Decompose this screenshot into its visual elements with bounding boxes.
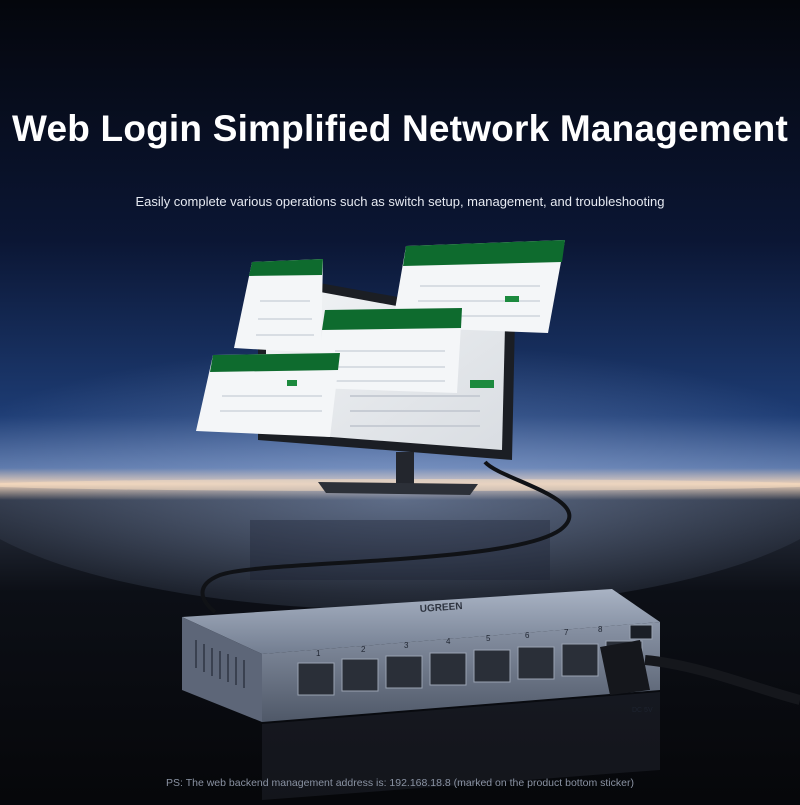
port-number-1: 1 <box>316 649 321 658</box>
subheadline: Easily complete various operations such … <box>135 194 665 209</box>
headline: Web Login Simplified Network Management <box>12 108 788 149</box>
port-number-3: 3 <box>404 641 409 650</box>
floating-window-topleft <box>234 259 323 353</box>
port-number-6: 6 <box>525 631 530 640</box>
switch-brand-label: UGREEN <box>419 601 462 615</box>
port-number-8: 8 <box>598 625 603 634</box>
monitor-button <box>470 380 494 388</box>
floating-window-center <box>315 308 462 393</box>
port-number-5: 5 <box>486 634 491 643</box>
port-number-2: 2 <box>361 645 366 654</box>
footnote: PS: The web backend management address i… <box>166 777 634 789</box>
floating-window-bottomleft <box>196 353 340 437</box>
port-number-4: 4 <box>446 637 451 646</box>
power-label: DC 5V <box>632 707 653 714</box>
floor-reflection <box>250 520 550 580</box>
switch-reflection <box>262 692 660 800</box>
ethernet-cable <box>200 460 572 614</box>
port-number-7: 7 <box>564 628 569 637</box>
network-switch <box>182 589 800 722</box>
